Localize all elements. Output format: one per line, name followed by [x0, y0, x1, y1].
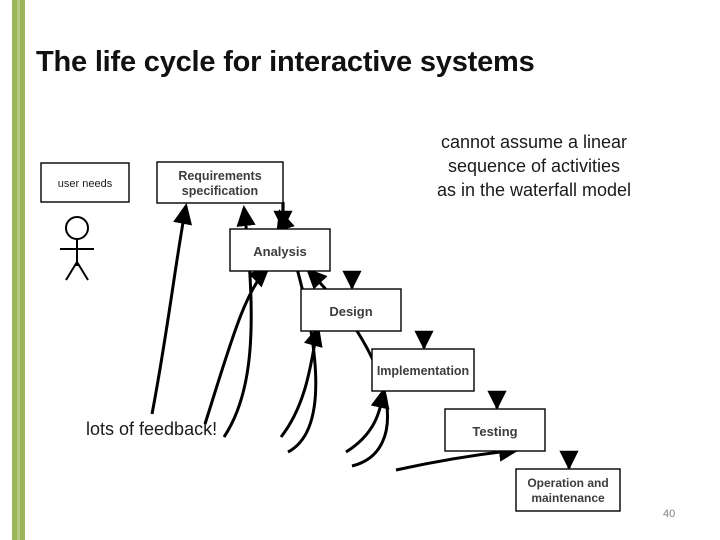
node-user-needs-label: user needs: [58, 178, 113, 190]
node-requirements-label-1: Requirements: [178, 169, 261, 183]
annotation-feedback: lots of feedback!: [86, 419, 218, 439]
node-testing: Testing: [444, 408, 546, 452]
node-operation-label-1: Operation and: [527, 476, 608, 490]
annotation-line-2: sequence of activities: [447, 156, 621, 176]
stick-figure-icon: [60, 216, 94, 281]
node-operation: Operation and maintenance: [515, 468, 621, 512]
node-analysis: Analysis: [229, 228, 331, 272]
forward-arrows: [273, 202, 579, 470]
feedback-arrow-4: [279, 325, 323, 438]
feedback-arrow-6: [345, 387, 390, 454]
node-user-needs: user needs: [40, 162, 130, 203]
page-title: The life cycle for interactive systems: [36, 46, 535, 78]
annotation-waterfall-note: cannot assume a linear sequence of activ…: [388, 130, 680, 202]
node-analysis-label: Analysis: [253, 244, 306, 259]
node-testing-label: Testing: [472, 424, 517, 439]
node-operation-label-2: maintenance: [531, 491, 605, 505]
feedback-arrow-1: [150, 203, 193, 415]
node-implementation-label: Implementation: [377, 364, 469, 378]
slide-number: 40: [663, 508, 676, 520]
node-requirements: Requirements specification: [156, 161, 284, 204]
node-design-label: Design: [329, 304, 372, 319]
feedback-arrow-8: [395, 442, 520, 472]
annotation-line-3: as in the waterfall model: [436, 180, 632, 200]
slide-accent-bar-light: [17, 0, 20, 540]
node-design: Design: [300, 288, 402, 332]
feedback-arrow-2: [203, 265, 271, 425]
annotation-line-1: cannot assume a linear: [440, 132, 628, 152]
node-requirements-label-2: specification: [182, 184, 258, 198]
node-implementation: Implementation: [371, 348, 475, 392]
